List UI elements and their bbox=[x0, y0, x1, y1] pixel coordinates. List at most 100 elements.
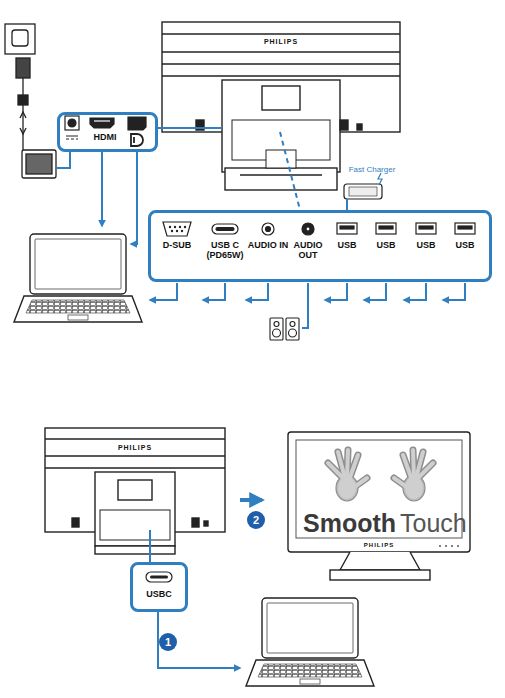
monitor-rear bbox=[357, 124, 362, 130]
signal-arrow bbox=[404, 283, 426, 300]
monitor-rear bbox=[204, 521, 208, 526]
signal-arrow bbox=[443, 283, 465, 300]
monitor-rear bbox=[45, 438, 225, 439]
leader-line bbox=[158, 127, 222, 129]
port-icons bbox=[379, 226, 393, 229]
callout-circle bbox=[247, 511, 265, 529]
signal-arrow bbox=[203, 283, 225, 300]
monitor-rear bbox=[162, 33, 400, 34]
monitor-rear bbox=[45, 455, 225, 456]
power-adapter bbox=[18, 95, 28, 105]
callout-number: 1 bbox=[165, 635, 171, 649]
monitor-rear bbox=[262, 86, 300, 110]
monitor-front bbox=[457, 545, 459, 547]
port-label: HDMI bbox=[83, 132, 127, 142]
port-icons bbox=[90, 118, 114, 128]
phone-icon bbox=[344, 184, 382, 199]
port-icons bbox=[266, 227, 271, 232]
monitor-rear bbox=[340, 120, 348, 130]
speaker-icon bbox=[286, 318, 299, 340]
port-icons bbox=[94, 120, 110, 121]
speaker-icon bbox=[290, 322, 295, 327]
leader-line bbox=[149, 530, 151, 562]
monitor-rear bbox=[240, 174, 322, 175]
signal-arrow bbox=[102, 152, 137, 244]
port-label: USB bbox=[366, 240, 406, 250]
monitor-front bbox=[445, 545, 447, 547]
port-icons bbox=[455, 223, 475, 234]
power-adapter bbox=[5, 24, 56, 178]
monitor-rear bbox=[72, 518, 79, 527]
monitor-rear bbox=[95, 546, 175, 554]
brand-logo: PHILIPS bbox=[118, 443, 152, 452]
port-icons bbox=[376, 223, 396, 234]
phone-icon bbox=[344, 173, 382, 199]
brand-logo: PHILIPS bbox=[264, 37, 298, 46]
monitor-rear bbox=[162, 75, 400, 76]
signal-arrow bbox=[150, 283, 465, 328]
monitor-rear bbox=[45, 428, 225, 554]
power-adapter bbox=[22, 78, 23, 95]
port-icons bbox=[169, 226, 171, 228]
port-label: USB bbox=[406, 240, 446, 250]
port-icons bbox=[419, 226, 433, 229]
power-adapter bbox=[16, 58, 30, 78]
signal-arrow bbox=[364, 283, 386, 300]
monitor-front bbox=[288, 432, 470, 552]
port-icons bbox=[302, 223, 314, 235]
port-icons bbox=[65, 116, 146, 146]
port-panel: HDMI bbox=[57, 112, 158, 152]
device-label: Fast Charger bbox=[349, 165, 396, 175]
port-icons bbox=[163, 222, 191, 236]
product-name: Smooth bbox=[303, 508, 396, 539]
signal-arrow bbox=[246, 283, 268, 300]
monitor-rear bbox=[95, 472, 175, 546]
power-adapter bbox=[26, 154, 52, 174]
port-icons bbox=[174, 226, 176, 228]
power-adapter bbox=[12, 30, 28, 46]
signal-arrow bbox=[325, 283, 347, 300]
power-adapter bbox=[22, 150, 56, 178]
laptop bbox=[14, 234, 142, 322]
leader-line bbox=[280, 132, 300, 210]
port-icons bbox=[131, 134, 143, 146]
brand-logo: PHILIPS bbox=[364, 541, 394, 549]
port-icons bbox=[216, 228, 234, 231]
signal-arrow bbox=[302, 283, 308, 328]
hand-icon bbox=[394, 450, 433, 501]
port-label: USB C (PD65W) bbox=[202, 240, 248, 260]
monitor-rear bbox=[162, 22, 400, 190]
speaker-icon bbox=[270, 318, 299, 340]
step-arrow bbox=[240, 498, 262, 502]
callout-number: 2 bbox=[253, 513, 259, 527]
phone-icon bbox=[378, 173, 382, 185]
monitor-rear bbox=[162, 63, 400, 64]
signal-arrow bbox=[150, 283, 177, 300]
signal-arrow bbox=[101, 152, 103, 226]
port-icons bbox=[212, 224, 238, 234]
phone-icon bbox=[349, 187, 377, 196]
port-icons bbox=[66, 136, 78, 139]
monitor-front bbox=[288, 432, 470, 580]
monitor-rear bbox=[162, 51, 400, 52]
monitor-front bbox=[439, 545, 441, 547]
signal-arrow bbox=[158, 612, 240, 668]
signal-arrow bbox=[131, 152, 137, 244]
monitor-front bbox=[451, 545, 453, 547]
monitor-front bbox=[340, 552, 420, 570]
power-adapter bbox=[20, 112, 26, 134]
monitor-rear bbox=[45, 467, 225, 468]
port-label: USB bbox=[445, 240, 485, 250]
monitor-front bbox=[330, 570, 430, 580]
monitor-front bbox=[439, 545, 459, 547]
speaker-icon bbox=[289, 329, 297, 337]
port-icons bbox=[306, 227, 310, 231]
usbc-port-icon bbox=[146, 572, 172, 582]
monitor-rear bbox=[100, 510, 170, 540]
monitor-rear bbox=[118, 480, 152, 500]
port-icons bbox=[262, 223, 274, 235]
port-callout: USBC bbox=[130, 562, 188, 612]
port-icons bbox=[163, 222, 475, 236]
port-icons bbox=[458, 226, 472, 229]
callout-circle bbox=[159, 633, 177, 651]
